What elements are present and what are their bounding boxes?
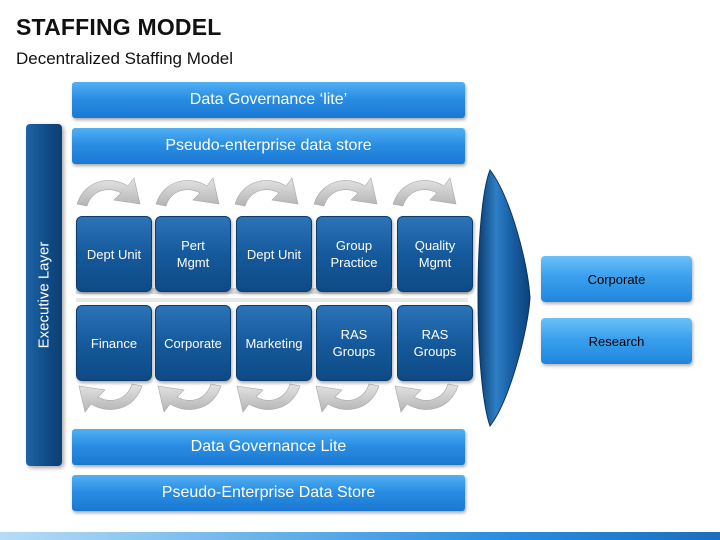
unit-box: Dept Unit — [76, 216, 152, 292]
curved-arrow-icon — [315, 383, 380, 413]
unit-label: Finance — [90, 335, 138, 351]
output-box-research: Research — [541, 318, 692, 364]
curved-arrow-icon — [76, 177, 141, 207]
curved-arrow-icon — [234, 177, 299, 207]
top-bar-data-store: Pseudo-enterprise data store — [72, 128, 465, 164]
curved-arrow-icon — [78, 383, 143, 413]
unit-label: Mgmt — [418, 255, 452, 270]
unit-box: RAS Groups — [397, 305, 473, 381]
executive-layer-label: Executive Layer — [35, 241, 53, 349]
connector-line — [76, 298, 468, 302]
unit-label: RAS — [421, 327, 449, 342]
unit-box: Corporate — [155, 305, 231, 381]
curved-arrow-icon — [155, 177, 220, 207]
unit-label: Dept Unit — [86, 246, 142, 262]
top-arrows — [76, 177, 457, 207]
unit-label: Practice — [330, 255, 378, 270]
curved-arrow-icon — [394, 383, 459, 413]
curved-arrow-icon — [313, 177, 378, 207]
unit-label: Corporate — [164, 335, 222, 351]
page-title: STAFFING MODEL — [16, 14, 222, 40]
unit-box: Marketing — [236, 305, 312, 381]
unit-label: Dept Unit — [246, 246, 302, 262]
funnel-shape — [477, 168, 531, 428]
unit-label: Group — [335, 238, 373, 253]
curved-arrow-icon — [157, 383, 222, 413]
curved-arrow-icon — [392, 177, 457, 207]
unit-box: Dept Unit — [236, 216, 312, 292]
unit-label: Pert — [181, 238, 205, 253]
unit-label: Marketing — [245, 335, 303, 351]
page-subtitle: Decentralized Staffing Model — [16, 49, 234, 68]
output-box-corporate: Corporate — [541, 256, 692, 302]
unit-label: RAS — [340, 327, 368, 342]
unit-label: Groups — [332, 344, 376, 359]
unit-box: Finance — [76, 305, 152, 381]
top-bar-data-governance: Data Governance ‘lite’ — [72, 82, 465, 118]
curved-arrow-icon — [236, 383, 301, 413]
executive-layer-bar: Executive Layer — [26, 124, 62, 466]
footer-gradient-strip — [0, 532, 720, 540]
unit-label: Mgmt — [176, 255, 210, 270]
bottom-bar-data-store: Pseudo-Enterprise Data Store — [72, 475, 465, 511]
unit-label: Quality — [414, 238, 456, 253]
bottom-arrows — [78, 383, 459, 413]
unit-label: Groups — [413, 344, 457, 359]
bottom-bar-data-governance: Data Governance Lite — [72, 429, 465, 465]
unit-box: RAS Groups — [316, 305, 392, 381]
